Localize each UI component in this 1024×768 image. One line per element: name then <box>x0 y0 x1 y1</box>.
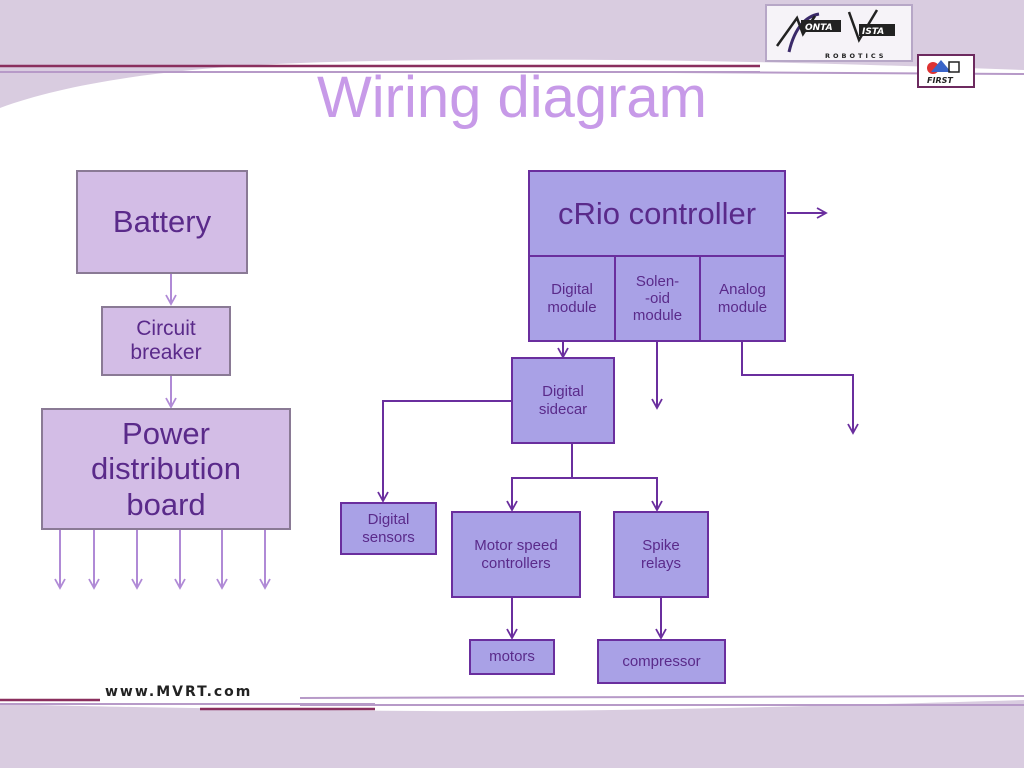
edge-sidecar-spike-relays <box>572 477 663 512</box>
svg-text:ROBOTICS: ROBOTICS <box>825 52 886 60</box>
first-logo: FIRST <box>917 54 975 88</box>
crio-controller-box: cRio controller <box>528 170 786 257</box>
spike-relays-box: Spike relays <box>613 511 709 598</box>
digital-module-box: Digital module <box>528 255 616 342</box>
circuit-breaker-box: Circuit breaker <box>101 306 231 376</box>
digital-sensors-box: Digital sensors <box>340 502 437 555</box>
slide-title: Wiring diagram <box>317 65 707 130</box>
svg-text:ISTA: ISTA <box>862 27 884 37</box>
monta-vista-logo-icon: ONTA ISTA ROBOTICS <box>775 9 895 60</box>
first-logo-text: FIRST <box>927 76 953 85</box>
edge-sidecar-motor-controllers <box>506 477 572 512</box>
digital-sidecar-box: Digital sidecar <box>511 357 615 444</box>
power-distribution-board-box: Power distribution board <box>41 408 291 530</box>
footer-url: www.MVRT.com <box>105 684 253 700</box>
compressor-box: compressor <box>597 639 726 684</box>
first-logo-icon <box>927 60 960 74</box>
analog-module-output <box>741 342 859 435</box>
solenoid-module-box: Solen- -oid module <box>614 255 701 342</box>
edge-sidecar-digital-sensors <box>377 400 511 503</box>
motor-speed-controllers-box: Motor speed controllers <box>451 511 581 598</box>
svg-text:ONTA: ONTA <box>805 23 833 33</box>
battery-box: Battery <box>76 170 248 274</box>
analog-module-box: Analog module <box>699 255 786 342</box>
team-logo: ONTA ISTA ROBOTICS <box>765 4 913 62</box>
motors-box: motors <box>469 639 555 675</box>
